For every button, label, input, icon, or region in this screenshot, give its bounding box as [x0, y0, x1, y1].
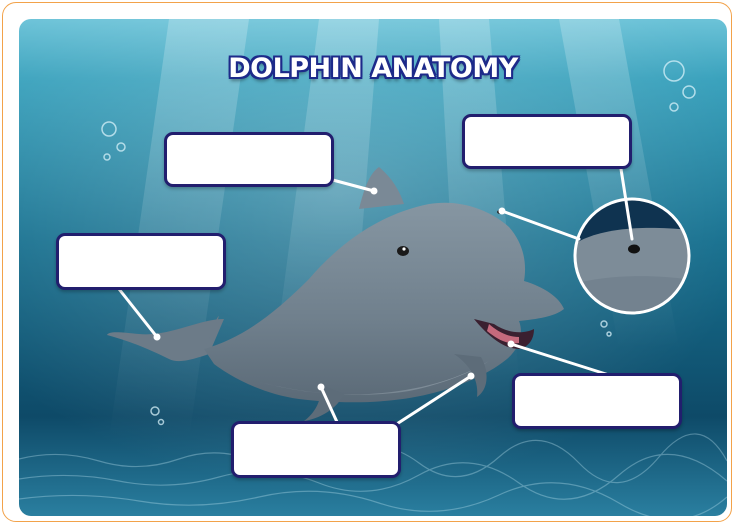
underwater-scene: DOLPHIN ANATOMY [19, 19, 727, 516]
label-box-mouth[interactable] [512, 373, 682, 429]
label-box-tail-fluke[interactable] [56, 233, 226, 290]
label-box-flipper[interactable] [231, 421, 401, 478]
page-title: DOLPHIN ANATOMY [19, 53, 727, 84]
label-box-dorsal-fin[interactable] [164, 132, 334, 187]
label-box-blowhole[interactable] [462, 114, 632, 169]
